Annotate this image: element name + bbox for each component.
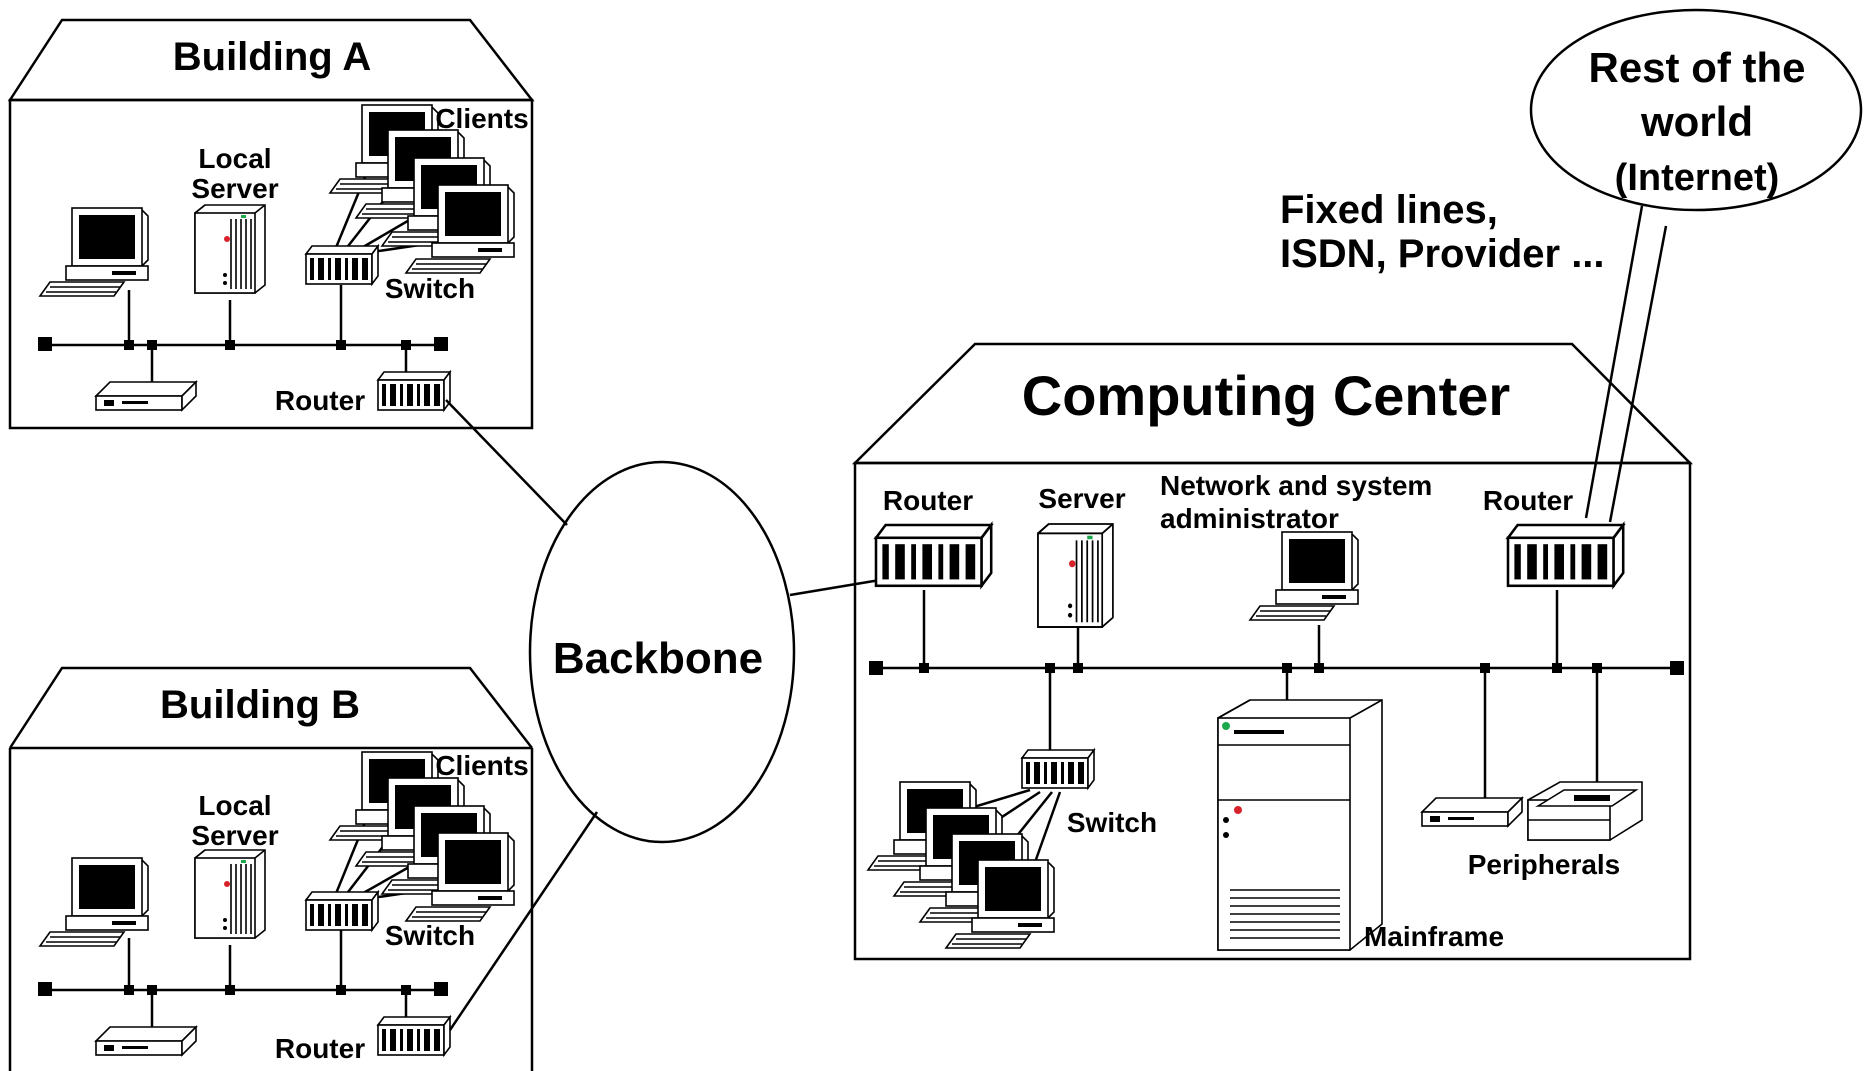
uplink-line — [1584, 205, 1644, 519]
peripherals-label: Peripherals — [1468, 849, 1621, 880]
backbone: Backbone — [445, 399, 881, 1031]
local-label: Local — [198, 790, 271, 821]
building-b: Building B Clients Local Server Switch R… — [8, 666, 534, 1071]
server-label: Server — [191, 820, 278, 851]
local-server-icon — [194, 849, 266, 939]
router-right-label: Router — [1483, 485, 1573, 516]
peripheral-modem-icon — [1421, 797, 1523, 827]
router-icon — [377, 371, 451, 411]
switch-icon — [305, 891, 379, 931]
internet-label-1: Rest of the — [1588, 44, 1805, 91]
switch-icon — [305, 245, 379, 285]
building-a: Building A Clients Local Ser — [7, 18, 535, 430]
router-icon — [377, 1016, 451, 1056]
router-left-label: Router — [883, 485, 973, 516]
local-server-icon — [194, 204, 266, 294]
admin-label-2: administrator — [1160, 503, 1339, 534]
router-icon — [1506, 523, 1625, 588]
workstation-icon — [39, 857, 149, 947]
internet: Rest of the world (Internet) Fixed lines… — [1280, 8, 1863, 523]
modem-icon — [95, 1026, 197, 1056]
link-building-b — [448, 811, 599, 1031]
link-label-2: ISDN, Provider ... — [1280, 232, 1605, 276]
server-label: Server — [191, 173, 278, 204]
computing-center-title: Computing Center — [1022, 364, 1510, 427]
printer-icon — [1527, 781, 1643, 841]
clients-label: Clients — [435, 750, 528, 781]
router-label: Router — [275, 385, 365, 416]
modem-icon — [95, 381, 197, 411]
mainframe-icon — [1217, 699, 1383, 951]
internet-label-3: (Internet) — [1615, 157, 1780, 199]
mainframe-label: Mainframe — [1364, 921, 1504, 952]
link-label-1: Fixed lines, — [1280, 188, 1498, 232]
server-label: Server — [1038, 483, 1125, 514]
computing-center: Computing Center — [851, 342, 1693, 961]
backbone-label: Backbone — [553, 634, 763, 683]
router-label: Router — [275, 1033, 365, 1064]
building-b-title: Building B — [160, 683, 360, 727]
router-icon — [874, 523, 993, 588]
switch-label: Switch — [1067, 807, 1157, 838]
server-icon — [1037, 523, 1114, 628]
local-label: Local — [198, 143, 271, 174]
link-computing-center — [789, 578, 881, 597]
internet-cloud — [1529, 8, 1863, 212]
admin-workstation-icon — [1249, 531, 1359, 621]
clients-label: Clients — [435, 103, 528, 134]
link-building-a — [445, 399, 568, 526]
switch-label: Switch — [385, 920, 475, 951]
uplink-line — [1608, 225, 1668, 523]
building-a-frame — [8, 98, 534, 430]
building-b-roof — [8, 666, 533, 749]
admin-label-1: Network and system — [1160, 470, 1432, 501]
backbone-ellipse — [528, 460, 796, 844]
switch-icon — [1021, 749, 1095, 789]
building-a-title: Building A — [173, 35, 371, 79]
workstation-icon — [39, 207, 149, 297]
internet-label-2: world — [1640, 98, 1753, 145]
switch-label: Switch — [385, 273, 475, 304]
computing-center-frame — [853, 461, 1692, 961]
